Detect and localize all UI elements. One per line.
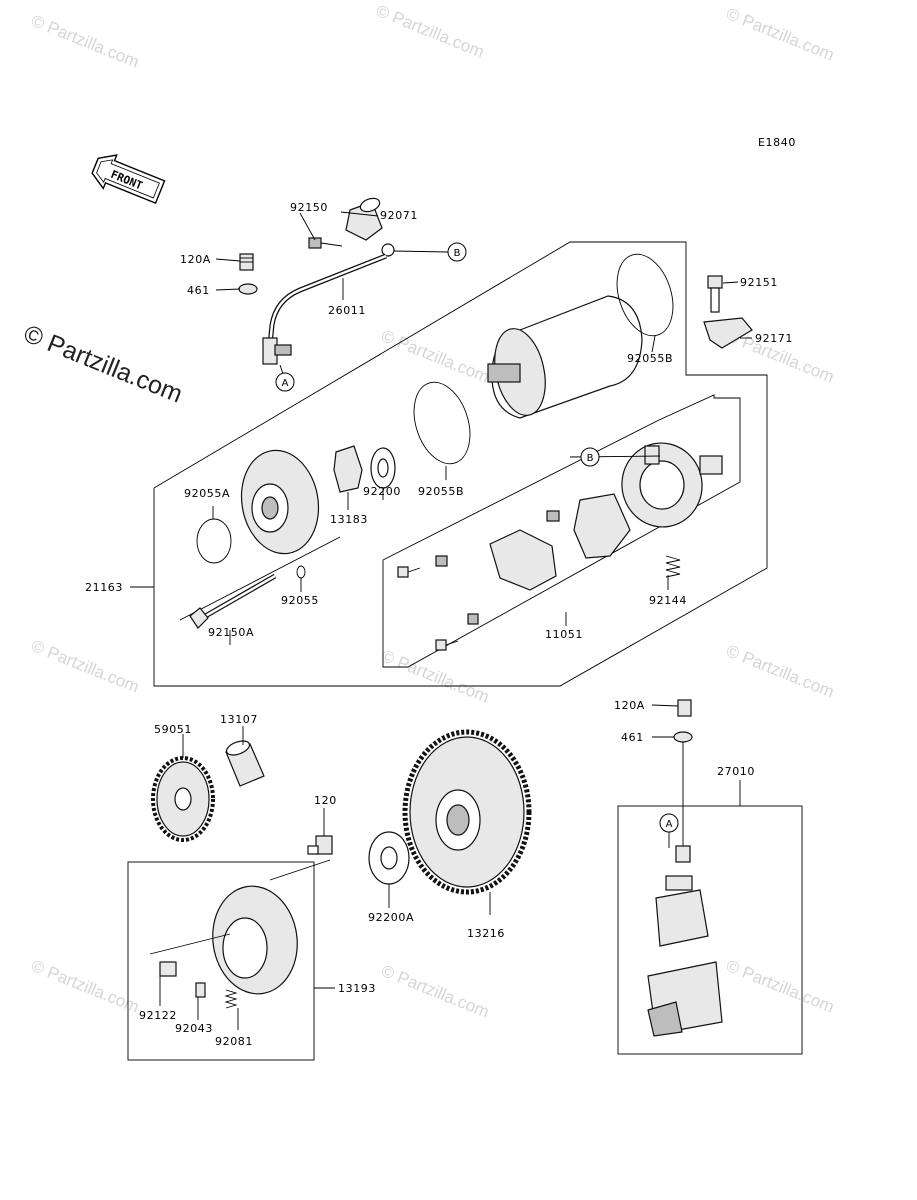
watermark: © Partzilla.com	[374, 1, 487, 62]
washer-461-bottom	[673, 731, 693, 743]
svg-text:B: B	[587, 453, 594, 464]
watermark: © Partzilla.com	[29, 11, 142, 72]
label-13193: 13193	[338, 982, 376, 995]
brush-assembly-outline	[382, 394, 741, 668]
starter-clutch-13193	[212, 885, 298, 995]
label-92144: 92144	[649, 594, 687, 607]
callout-b-mid: B	[580, 447, 600, 467]
relay-box-outline	[617, 805, 803, 1055]
bracket-92171	[703, 317, 753, 349]
brush-plate	[573, 493, 631, 559]
front-cover	[240, 449, 320, 555]
o-ring-92055A	[196, 518, 232, 564]
plate-13183	[333, 445, 363, 493]
label-461-top: 461	[187, 284, 210, 297]
svg-text:A: A	[282, 378, 289, 389]
spring-92081	[224, 989, 238, 1009]
roller-92122	[159, 961, 177, 977]
callout-a-top: A	[275, 372, 295, 392]
terminal-cap-92071	[345, 197, 383, 241]
leader-lines	[130, 211, 752, 1030]
label-92043: 92043	[175, 1022, 213, 1035]
svg-text:B: B	[454, 248, 461, 259]
label-92150A: 92150A	[208, 626, 254, 639]
washer	[381, 243, 395, 257]
label-13216: 13216	[467, 927, 505, 940]
label-21163: 21163	[85, 581, 123, 594]
watermark-large: © Partzilla.com	[20, 320, 187, 409]
spring-92144	[665, 555, 681, 578]
bolt-92151	[707, 275, 723, 313]
screw	[435, 639, 459, 651]
brush	[467, 613, 479, 625]
label-59051: 59051	[154, 723, 192, 736]
starter-assembly-outline	[153, 241, 768, 687]
diagram-code: E1840	[758, 136, 796, 149]
front-arrow-icon: FRONT	[91, 154, 166, 205]
label-92122: 92122	[139, 1009, 177, 1022]
label-13183: 13183	[330, 513, 368, 526]
label-92171: 92171	[755, 332, 793, 345]
watermark: © Partzilla.com	[379, 961, 492, 1022]
svg-text:A: A	[666, 819, 673, 830]
o-ring-92055	[296, 565, 306, 579]
label-26011: 26011	[328, 304, 366, 317]
screw	[397, 566, 421, 578]
starter-relay-27010	[647, 845, 723, 1037]
brush-holder	[489, 529, 557, 591]
label-92200A: 92200A	[368, 911, 414, 924]
watermark: © Partzilla.com	[29, 956, 142, 1017]
label-92055B-mid: 92055B	[418, 485, 464, 498]
starter-gear-13216	[402, 729, 532, 895]
label-92055B-top: 92055B	[627, 352, 673, 365]
label-461-bottom: 461	[621, 731, 644, 744]
label-120: 120	[314, 794, 337, 807]
label-92071: 92071	[380, 209, 418, 222]
label-27010: 27010	[717, 765, 755, 778]
washer-461-top	[238, 283, 258, 295]
starter-clutch-box-outline	[127, 861, 315, 1061]
label-120A-top: 120A	[180, 253, 211, 266]
label-92055: 92055	[281, 594, 319, 607]
bolt-92150	[308, 237, 343, 249]
watermark: © Partzilla.com	[724, 4, 837, 65]
label-92081: 92081	[215, 1035, 253, 1048]
label-92055A: 92055A	[184, 487, 230, 500]
label-11051: 11051	[545, 628, 583, 641]
starter-cable-26011	[262, 253, 387, 365]
idle-gear-59051	[151, 756, 215, 842]
bolt-120A-bottom	[677, 699, 692, 717]
callout-b-top: B	[447, 242, 467, 262]
brush	[546, 510, 560, 522]
label-92200: 92200	[363, 485, 401, 498]
label-13107: 13107	[220, 713, 258, 726]
watermark: © Partzilla.com	[379, 326, 492, 387]
shaft-13107	[225, 740, 265, 787]
label-120A-bottom: 120A	[614, 699, 645, 712]
watermark: © Partzilla.com	[29, 636, 142, 697]
bolt-120	[307, 835, 333, 855]
watermark: © Partzilla.com	[379, 646, 492, 707]
starter-motor-body	[487, 295, 643, 419]
callout-a-bottom: A	[659, 813, 679, 833]
through-bolt-92150A	[189, 573, 277, 629]
o-ring-92055B-top	[616, 253, 674, 337]
plunger-92043	[195, 982, 206, 998]
watermark: © Partzilla.com	[724, 956, 837, 1017]
rear-housing	[621, 442, 723, 528]
o-ring-92055B-mid	[413, 381, 471, 465]
brush	[435, 555, 448, 567]
part-labels: 92150 92071 120A 461 26011 92151 92171 9…	[85, 201, 793, 1048]
label-92151: 92151	[740, 276, 778, 289]
label-92150: 92150	[290, 201, 328, 214]
watermark: © Partzilla.com	[724, 641, 837, 702]
bolt-120A-top	[239, 253, 254, 271]
